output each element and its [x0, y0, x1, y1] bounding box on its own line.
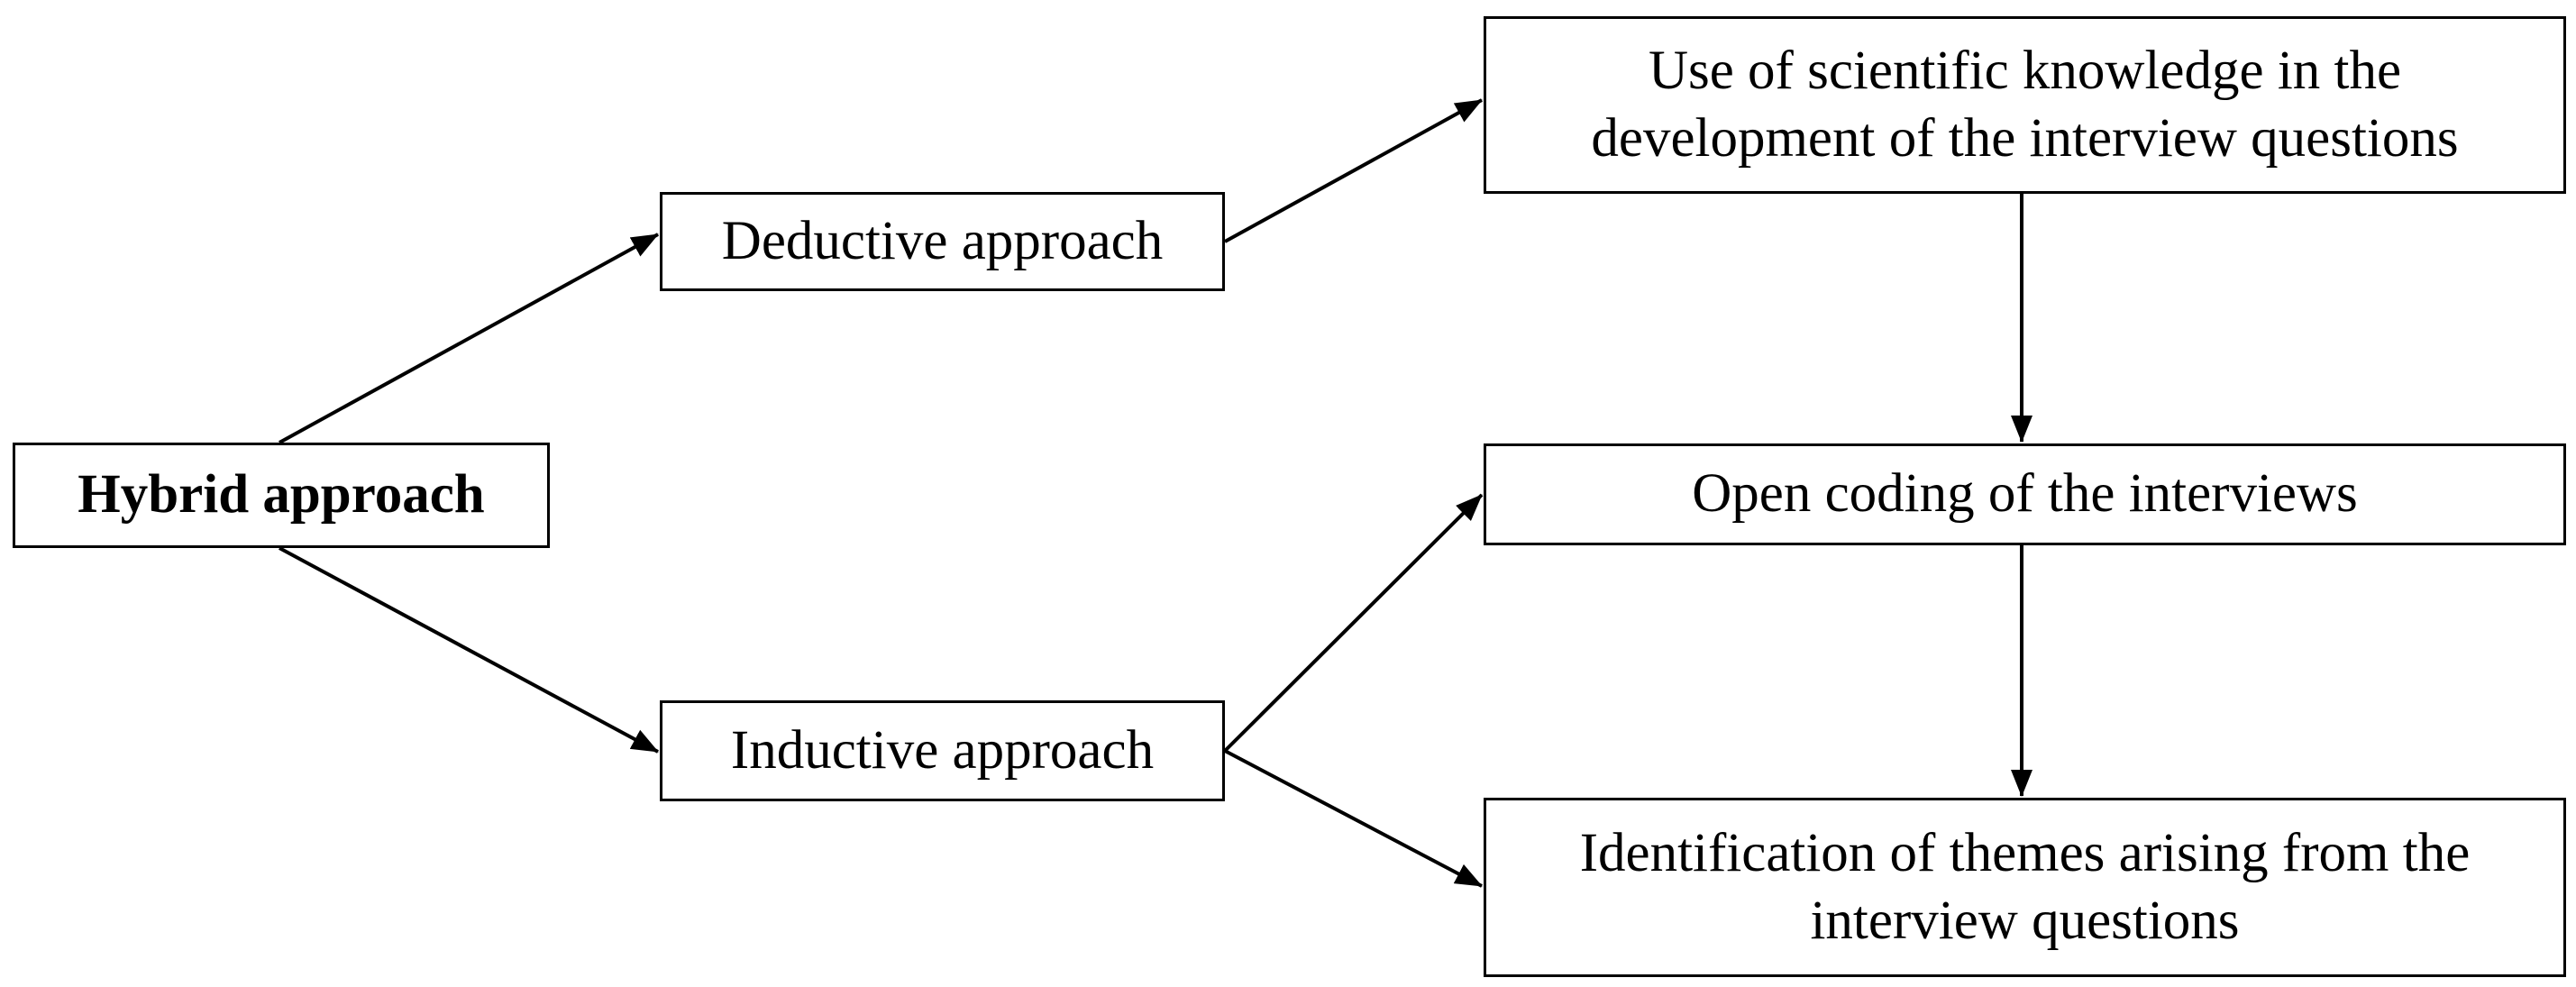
scientific-knowledge-line-2: development of the interview questions — [1591, 107, 2459, 169]
hybrid-approach-label: Hybrid approach — [78, 464, 485, 525]
hybrid-approach-node: Hybrid approach — [13, 443, 550, 548]
arrow-hybrid-to-deductive — [279, 233, 659, 444]
open-coding-label: Open coding of the interviews — [1692, 463, 2358, 525]
arrow-hybrid-to-inductive — [279, 546, 659, 754]
scientific-knowledge-node: Use of scientific knowledge in the devel… — [1484, 16, 2566, 194]
arrow-inductive-to-open-coding — [1223, 493, 1484, 753]
arrow-deductive-to-scientific — [1224, 98, 1483, 243]
themes-identification-line-2: interview questions — [1810, 890, 2240, 951]
scientific-knowledge-line-1: Use of scientific knowledge in the — [1648, 41, 2402, 102]
deductive-approach-label: Deductive approach — [721, 210, 1164, 271]
deductive-approach-node: Deductive approach — [660, 192, 1225, 291]
inductive-approach-node: Inductive approach — [660, 700, 1225, 801]
themes-identification-line-1: Identification of themes arising from th… — [1579, 823, 2471, 884]
inductive-approach-label: Inductive approach — [730, 719, 1155, 781]
themes-identification-node: Identification of themes arising from th… — [1484, 798, 2566, 977]
scientific-knowledge-text: Use of scientific knowledge in the devel… — [1591, 38, 2458, 172]
themes-identification-text: Identification of themes arising from th… — [1580, 820, 2471, 955]
open-coding-node: Open coding of the interviews — [1484, 443, 2566, 545]
arrow-inductive-to-themes — [1224, 749, 1483, 888]
